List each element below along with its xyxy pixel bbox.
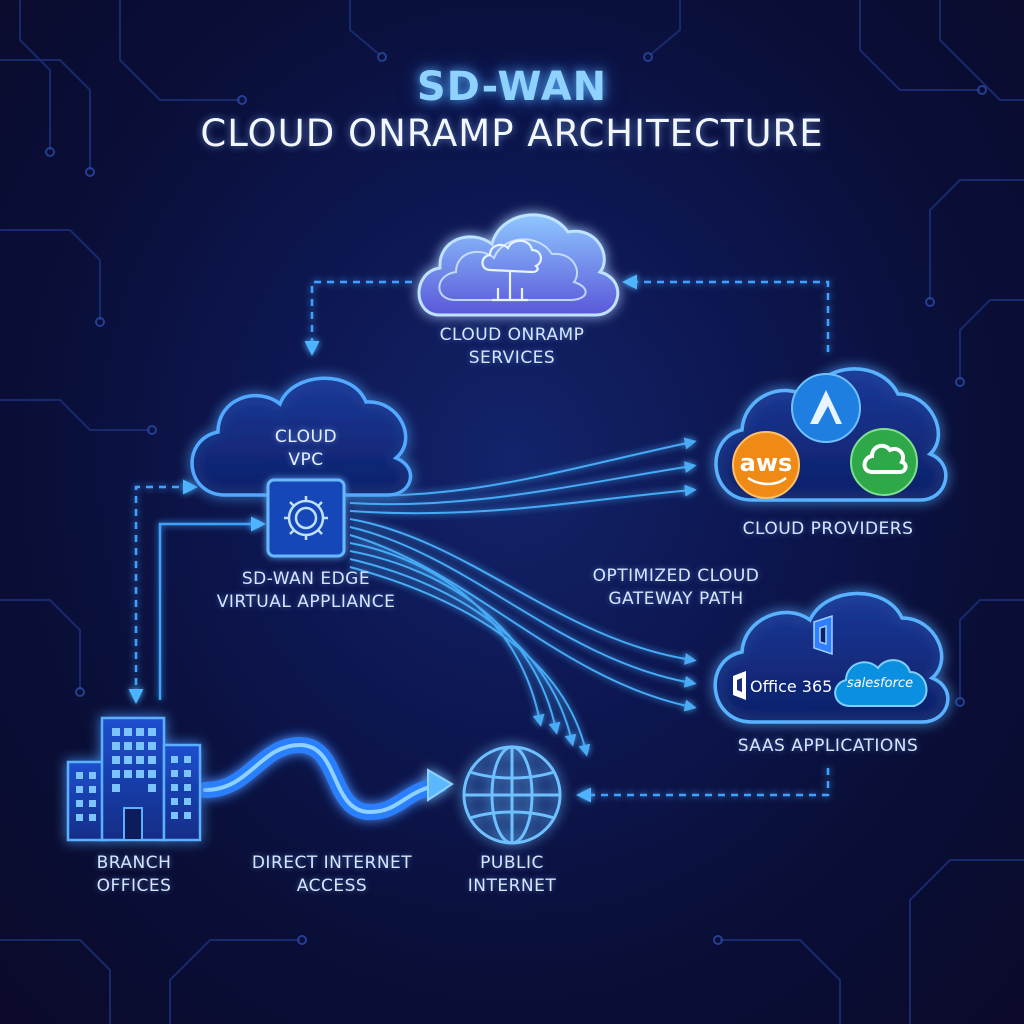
flow-line bbox=[349, 518, 697, 665]
flow-line bbox=[349, 484, 697, 515]
direct-internet-access-label-line2: ACCESS bbox=[296, 876, 368, 896]
connector-saas-to-internet bbox=[576, 768, 830, 803]
cloud-network-icon bbox=[481, 239, 542, 302]
dashed-connectors bbox=[128, 274, 830, 803]
connector-vpc-to-branch bbox=[128, 479, 198, 704]
edge-appliance-label: SD-WAN EDGE VIRTUAL APPLIANCE bbox=[217, 568, 396, 614]
azure-logo-icon bbox=[791, 373, 861, 443]
public-internet-label-line1: PUBLIC bbox=[480, 853, 544, 873]
edge-appliance-label-line2: VIRTUAL APPLIANCE bbox=[216, 592, 396, 612]
cloud-vpc-cloud bbox=[190, 376, 413, 497]
optimized-path-label: OPTIMIZED CLOUD GATEWAY PATH bbox=[593, 565, 760, 611]
aws-logo-text: aws bbox=[739, 449, 793, 477]
edge-appliance-label-line1: SD-WAN EDGE bbox=[241, 569, 371, 589]
title-line-2: CLOUD ONRAMP ARCHITECTURE bbox=[200, 112, 824, 155]
flow-line bbox=[349, 550, 561, 735]
connector-onramp-to-vpc bbox=[304, 280, 412, 356]
cloud-vpc-label-line2: VPC bbox=[288, 450, 324, 470]
branch-offices-label: BRANCH OFFICES bbox=[97, 852, 172, 898]
cloud-vpc-label: CLOUD VPC bbox=[275, 426, 337, 472]
flow-line bbox=[349, 526, 697, 688]
onramp-services-label: CLOUD ONRAMP SERVICES bbox=[440, 324, 585, 370]
gear-icon bbox=[284, 496, 328, 540]
direct-internet-pipe bbox=[197, 736, 454, 821]
branch-offices-label-line2: OFFICES bbox=[96, 876, 172, 896]
flow-line bbox=[349, 534, 697, 712]
flow-line bbox=[349, 461, 697, 506]
cloud-vpc-label-line1: CLOUD bbox=[274, 427, 338, 447]
globe-icon bbox=[462, 745, 562, 845]
edge-appliance-box bbox=[266, 478, 346, 558]
salesforce-text: salesforce bbox=[846, 676, 914, 691]
direct-internet-access-label: DIRECT INTERNET ACCESS bbox=[252, 852, 412, 898]
saas-applications-label: SAAS APPLICATIONS bbox=[737, 736, 919, 756]
flow-line bbox=[349, 558, 577, 747]
public-internet-label-line2: INTERNET bbox=[467, 876, 557, 896]
flow-line bbox=[349, 566, 591, 757]
branch-offices-label-line1: BRANCH bbox=[96, 853, 172, 873]
title-line-1: SD-WAN bbox=[416, 64, 608, 110]
aws-logo-icon bbox=[732, 431, 800, 499]
onramp-services-label-line2: SERVICES bbox=[468, 348, 556, 368]
circuit-nodes bbox=[45, 52, 987, 945]
google-cloud-logo-icon bbox=[850, 428, 918, 496]
solid-connector bbox=[158, 516, 266, 700]
cloud-providers-label: CLOUD PROVIDERS bbox=[742, 519, 914, 539]
office-logo-icon bbox=[733, 671, 746, 700]
connector-branch-to-vpc bbox=[158, 516, 266, 700]
salesforce-logo-icon bbox=[834, 659, 928, 707]
onramp-services-label-line1: CLOUD ONRAMP bbox=[439, 325, 585, 345]
public-internet-label: PUBLIC INTERNET bbox=[468, 852, 557, 898]
office-365-text: Office 365 bbox=[750, 677, 833, 696]
building-icon bbox=[66, 716, 202, 842]
direct-internet-access-label-line1: DIRECT INTERNET bbox=[251, 853, 413, 873]
optimized-path-label-line1: OPTIMIZED CLOUD bbox=[592, 566, 760, 586]
connector-providers-to-onramp bbox=[622, 274, 830, 352]
cloud-onramp-services-cloud bbox=[417, 213, 620, 317]
optimized-path-label-line2: GATEWAY PATH bbox=[608, 589, 744, 609]
teams-logo-icon bbox=[813, 614, 833, 656]
